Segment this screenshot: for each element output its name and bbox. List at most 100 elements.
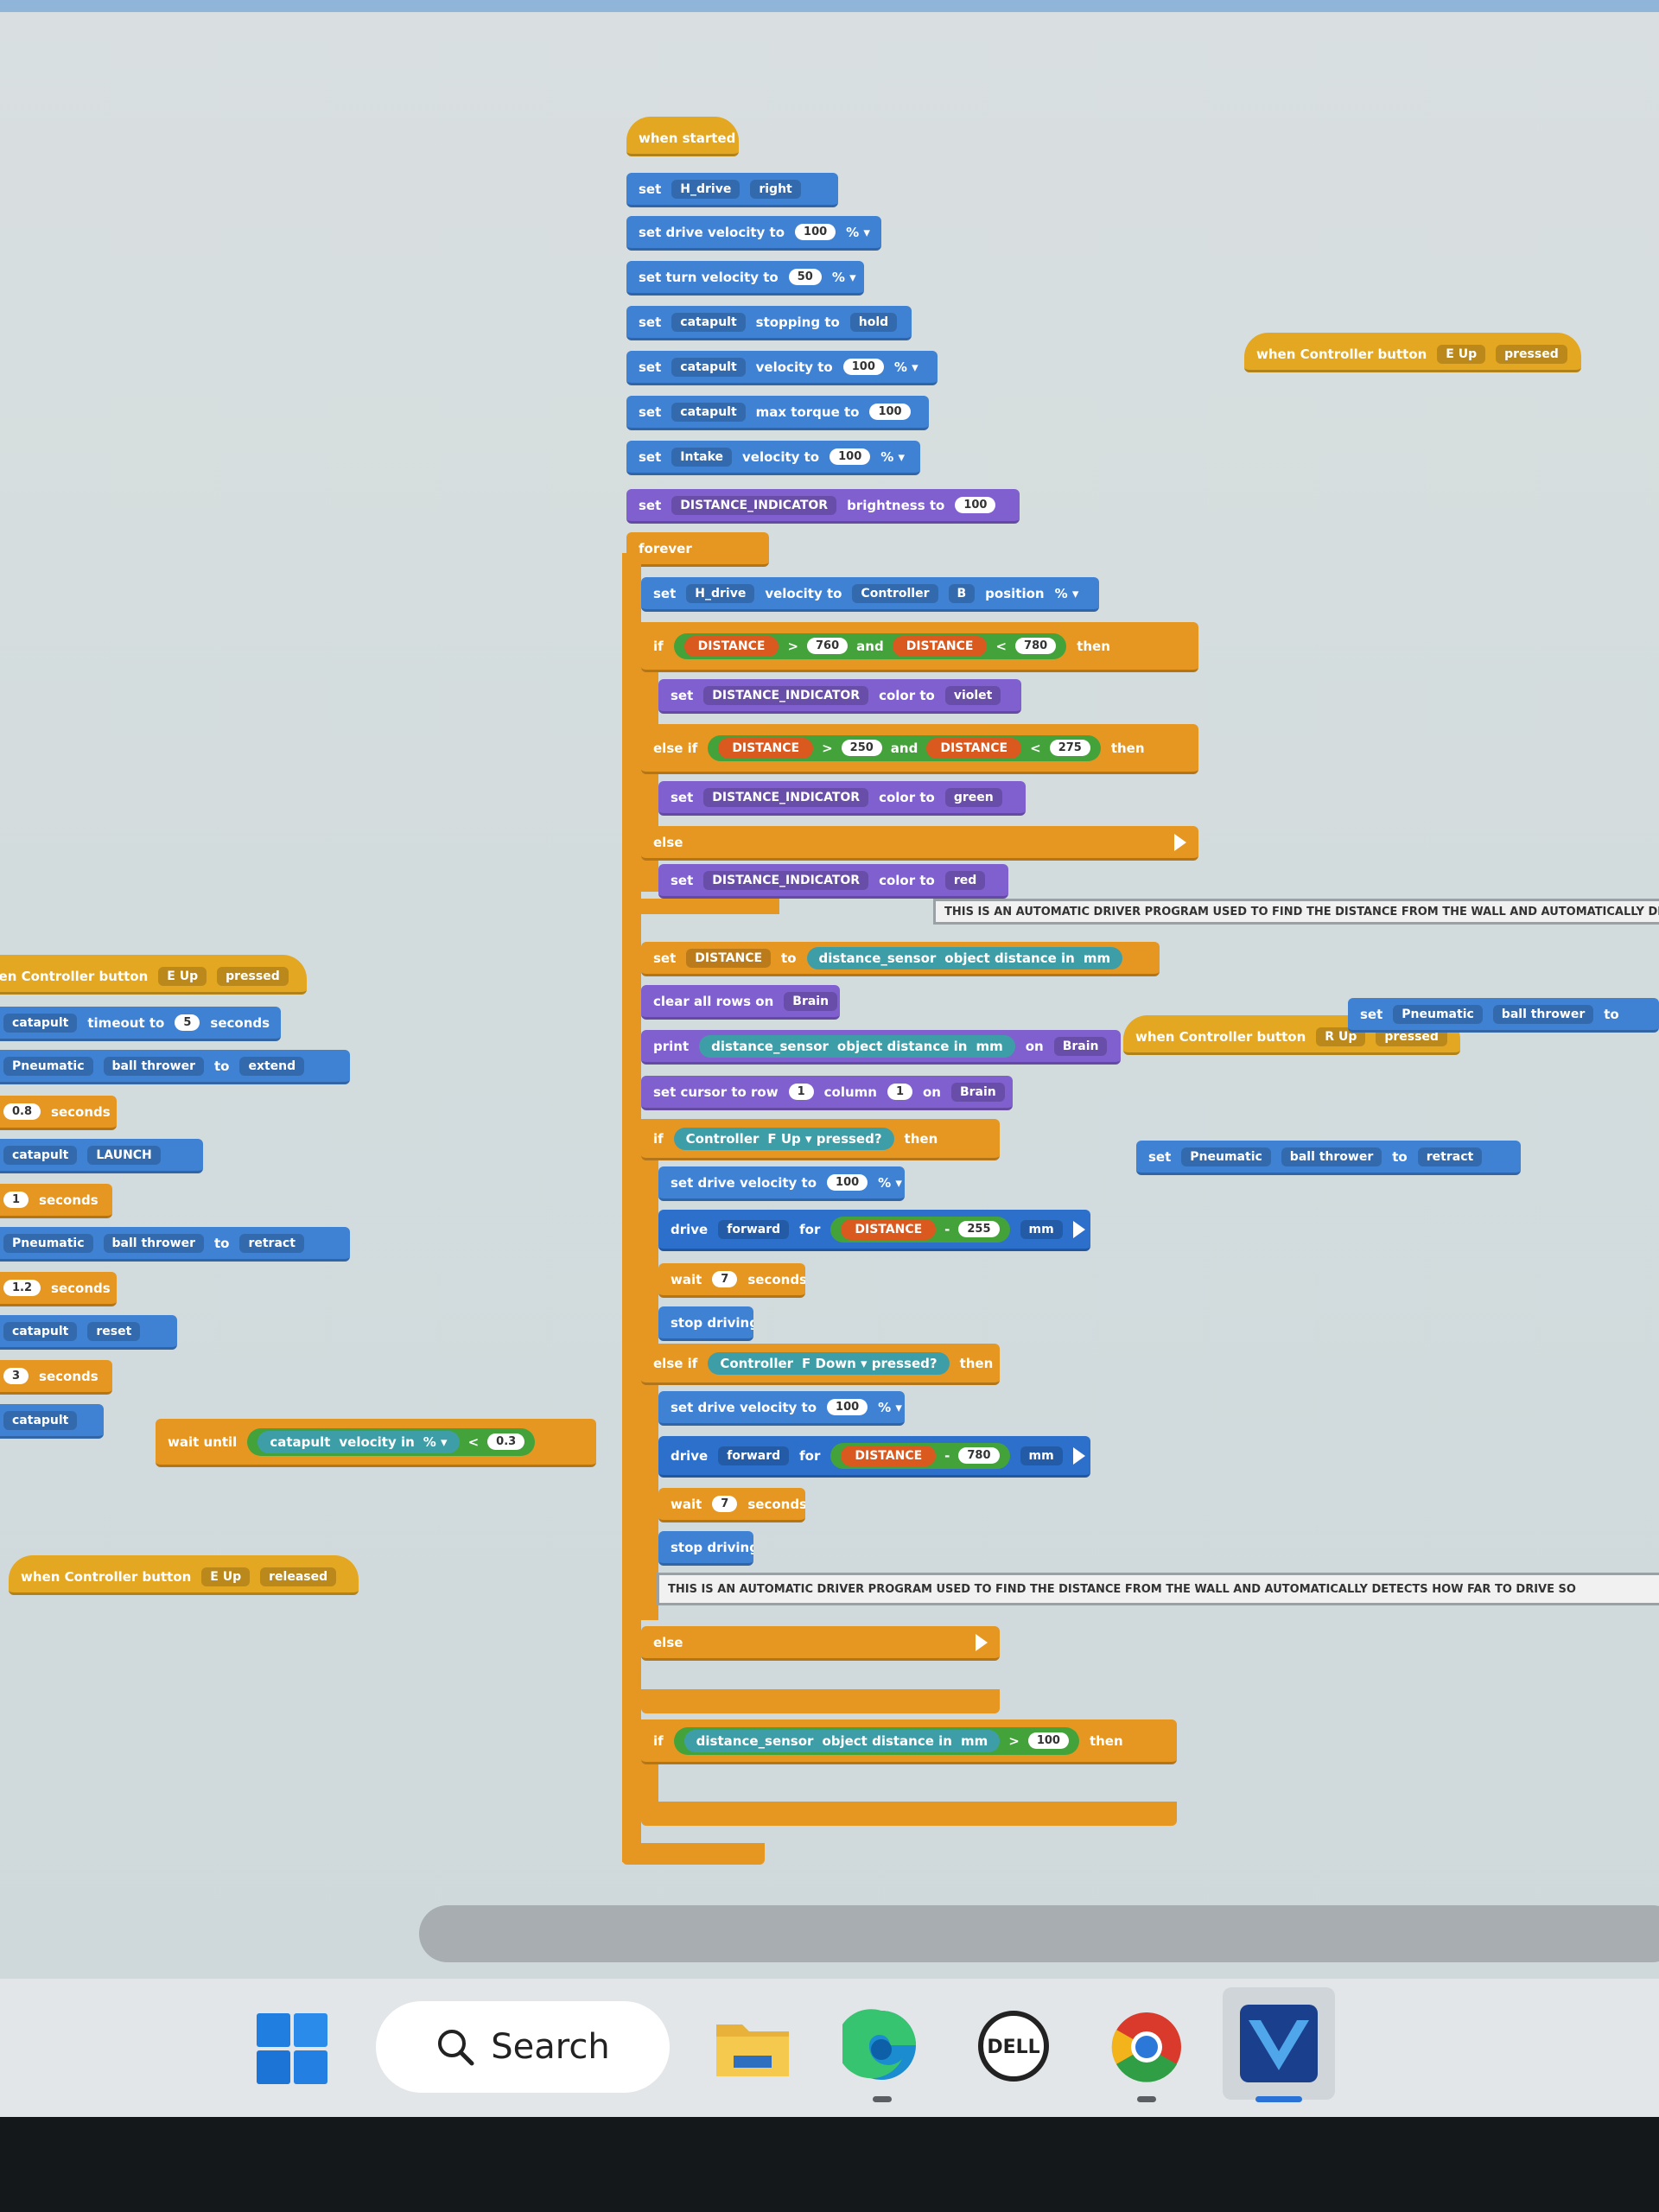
- value-field[interactable]: 50: [788, 269, 822, 285]
- color-dropdown[interactable]: violet: [944, 685, 1001, 705]
- light-dropdown[interactable]: DISTANCE_INDICATOR: [671, 495, 837, 515]
- if-fup-block[interactable]: if Controller F Up ▾ pressed? then: [641, 1119, 1000, 1160]
- event-dropdown[interactable]: pressed: [1496, 344, 1567, 364]
- unit-dropdown[interactable]: mm: [960, 1732, 988, 1749]
- wait-block-left-4[interactable]: 3 seconds: [0, 1360, 112, 1395]
- value-field[interactable]: 1: [788, 1084, 814, 1100]
- cylinder-dropdown[interactable]: ball thrower: [103, 1056, 204, 1076]
- wait-until-block[interactable]: wait until catapult velocity in % ▾ < 0.…: [156, 1419, 596, 1467]
- unit-dropdown[interactable]: % ▾: [423, 1433, 448, 1450]
- controller-condition[interactable]: Controller F Down ▾ pressed?: [708, 1351, 950, 1375]
- button-dropdown[interactable]: F Up ▾ pressed?: [767, 1130, 882, 1147]
- motor-dropdown[interactable]: catapult: [270, 1433, 331, 1450]
- value-field[interactable]: 275: [1049, 740, 1090, 756]
- h-drive-velocity-block[interactable]: set H_drive velocity to Controller B pos…: [641, 577, 1099, 612]
- drive-forward-block-2[interactable]: drive forward for DISTANCE - 780 mm: [658, 1436, 1090, 1478]
- unit-dropdown[interactable]: % ▾: [878, 1399, 902, 1415]
- set-distance-variable-block[interactable]: set DISTANCE to distance_sensor object d…: [641, 942, 1160, 976]
- value-field[interactable]: 1.2: [3, 1280, 41, 1296]
- device-dropdown[interactable]: Pneumatic: [1393, 1004, 1483, 1024]
- indicator-color-red-block[interactable]: set DISTANCE_INDICATOR color to red: [658, 864, 1008, 899]
- motor-dropdown[interactable]: catapult: [3, 1321, 78, 1341]
- set-cursor-block[interactable]: set cursor to row 1 column 1 on Brain: [641, 1076, 1013, 1110]
- subtract-operator[interactable]: DISTANCE - 255: [830, 1216, 1010, 1243]
- value-field[interactable]: 255: [958, 1221, 1000, 1237]
- distance-variable[interactable]: DISTANCE: [718, 737, 814, 759]
- catapult-reset-block[interactable]: catapult reset: [0, 1315, 177, 1350]
- file-explorer-icon[interactable]: [713, 2009, 792, 2085]
- sensor-dropdown[interactable]: distance_sensor: [696, 1732, 814, 1749]
- catapult-block-left[interactable]: catapult: [0, 1404, 104, 1439]
- compare-condition[interactable]: distance_sensor object distance in mm > …: [673, 1726, 1079, 1755]
- device-dropdown[interactable]: Pneumatic: [3, 1056, 93, 1076]
- indicator-brightness-block[interactable]: set DISTANCE_INDICATOR brightness to 100: [626, 489, 1020, 524]
- light-dropdown[interactable]: DISTANCE_INDICATOR: [703, 685, 869, 705]
- catapult-max-torque-block[interactable]: set catapult max torque to 100: [626, 396, 929, 430]
- distance-variable[interactable]: DISTANCE: [841, 1445, 937, 1466]
- motor-dropdown[interactable]: H_drive: [686, 583, 755, 603]
- set-drive-velocity-block-3[interactable]: set drive velocity to 100 % ▾: [658, 1391, 905, 1426]
- comment-note[interactable]: THIS IS AN AUTOMATIC DRIVER PROGRAM USED…: [933, 899, 1659, 925]
- action-dropdown[interactable]: extend: [239, 1056, 305, 1076]
- unit-dropdown[interactable]: % ▾: [1054, 585, 1079, 601]
- catapult-velocity-block[interactable]: set catapult velocity to 100 % ▾: [626, 351, 938, 385]
- value-field[interactable]: 100: [1027, 1732, 1069, 1749]
- value-field[interactable]: 1: [887, 1084, 912, 1100]
- h-drive-turn-block[interactable]: set H_drive right: [626, 173, 838, 207]
- cylinder-dropdown[interactable]: ball thrower: [103, 1233, 204, 1253]
- dell-app-icon[interactable]: DELL: [976, 2009, 1051, 2083]
- motor-dropdown[interactable]: catapult: [3, 1410, 78, 1430]
- wait-block-left-1[interactable]: 0.8 seconds: [0, 1096, 117, 1130]
- when-controller-e-up-hat[interactable]: when Controller button E Up pressed: [1244, 333, 1581, 372]
- direction-dropdown[interactable]: forward: [718, 1446, 790, 1465]
- cylinder-dropdown[interactable]: ball thrower: [1281, 1147, 1382, 1166]
- taskbar-search-box[interactable]: Search: [376, 2001, 670, 2093]
- distance-variable[interactable]: DISTANCE: [892, 635, 988, 657]
- clear-rows-block[interactable]: clear all rows on Brain: [641, 985, 840, 1020]
- else-if-fdown-block[interactable]: else if Controller F Down ▾ pressed? the…: [641, 1344, 1000, 1385]
- color-dropdown[interactable]: red: [944, 870, 986, 890]
- motor-dropdown[interactable]: catapult: [3, 1145, 78, 1165]
- mode-dropdown[interactable]: hold: [849, 312, 898, 332]
- value-field[interactable]: 1: [3, 1192, 29, 1208]
- unit-dropdown[interactable]: mm: [1083, 950, 1111, 966]
- set-drive-velocity-block[interactable]: set drive velocity to 100 % ▾: [626, 216, 881, 251]
- cylinder-dropdown[interactable]: ball thrower: [1492, 1004, 1594, 1024]
- catapult-stopping-block[interactable]: set catapult stopping to hold: [626, 306, 912, 340]
- and-condition[interactable]: DISTANCE > 760 and DISTANCE < 780: [673, 632, 1067, 659]
- motor-reporter[interactable]: catapult velocity in % ▾: [257, 1430, 460, 1453]
- value-field[interactable]: 0.8: [3, 1103, 41, 1120]
- brain-dropdown[interactable]: Brain: [950, 1082, 1005, 1102]
- wait-block-2[interactable]: wait 7 seconds: [658, 1488, 805, 1522]
- collapse-arrow-icon[interactable]: [1174, 833, 1186, 851]
- value-field[interactable]: 100: [830, 448, 871, 465]
- catapult-timeout-block[interactable]: catapult timeout to 5 seconds: [0, 1007, 281, 1041]
- unit-dropdown[interactable]: mm: [1020, 1219, 1063, 1239]
- light-dropdown[interactable]: DISTANCE_INDICATOR: [703, 787, 869, 807]
- action-dropdown[interactable]: retract: [1417, 1147, 1483, 1166]
- value-field[interactable]: 3: [3, 1368, 29, 1384]
- button-dropdown[interactable]: E Up: [1437, 344, 1486, 364]
- sensor-reporter[interactable]: distance_sensor object distance in mm: [806, 946, 1123, 969]
- forever-block[interactable]: forever: [626, 532, 769, 567]
- button-dropdown[interactable]: E Up: [201, 1567, 251, 1586]
- device-dropdown[interactable]: Pneumatic: [1181, 1147, 1271, 1166]
- if-sensor-block[interactable]: if distance_sensor object distance in mm…: [641, 1719, 1177, 1764]
- value-field[interactable]: 5: [175, 1014, 200, 1031]
- sensor-dropdown[interactable]: distance_sensor: [818, 950, 937, 966]
- pneumatic-retract-block[interactable]: set Pneumatic ball thrower to retract: [1136, 1141, 1521, 1175]
- horizontal-scrollbar[interactable]: [419, 1905, 1659, 1962]
- vexcode-workspace[interactable]: when started set H_drive right set drive…: [0, 0, 1659, 1979]
- action-dropdown[interactable]: retract: [239, 1233, 304, 1253]
- distance-variable[interactable]: DISTANCE: [841, 1218, 937, 1240]
- unit-dropdown[interactable]: % ▾: [880, 448, 906, 465]
- print-distance-block[interactable]: print distance_sensor object distance in…: [641, 1030, 1121, 1065]
- unit-dropdown[interactable]: % ▾: [846, 224, 870, 240]
- controller-condition[interactable]: Controller F Up ▾ pressed?: [673, 1127, 894, 1150]
- vexcode-app-icon[interactable]: [1223, 1987, 1335, 2100]
- value-field[interactable]: 780: [958, 1447, 1000, 1464]
- pneumatic-retract-block-left[interactable]: Pneumatic ball thrower to retract: [0, 1227, 350, 1262]
- button-dropdown[interactable]: F Down ▾ pressed?: [802, 1355, 938, 1371]
- value-field[interactable]: 250: [841, 740, 882, 756]
- pneumatic-extend-block[interactable]: Pneumatic ball thrower to extend: [0, 1050, 350, 1084]
